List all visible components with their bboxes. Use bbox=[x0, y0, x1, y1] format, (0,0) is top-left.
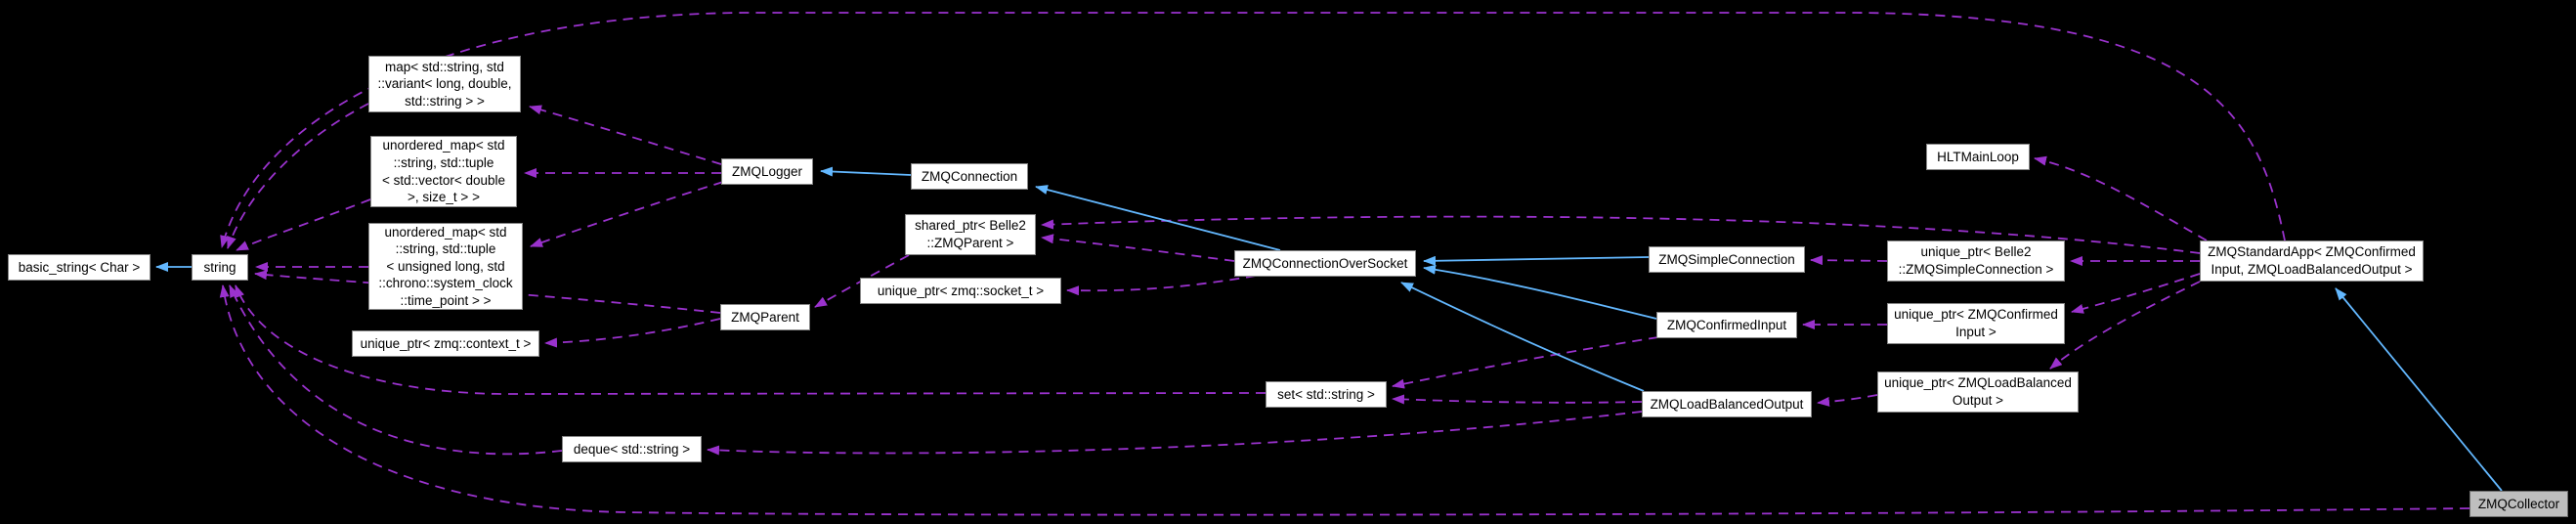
node-zmqconnectionoversocket[interactable]: ZMQConnectionOverSocket bbox=[1234, 250, 1416, 277]
node-unique-ptr-confirmedinput[interactable]: unique_ptr< ZMQConfirmed Input > bbox=[1887, 303, 2065, 344]
edge-zmqcos-uptrsocket bbox=[1066, 275, 1257, 296]
node-basic-string[interactable]: basic_string< Char > bbox=[8, 254, 150, 281]
edge-zmqsimple-zmqcos bbox=[1423, 255, 1650, 266]
edge-zmqstandardapp-sptrparent bbox=[1041, 215, 2201, 254]
edge-zmqstandardapp-hltmainloop bbox=[2034, 155, 2208, 241]
edge-zmqcos-zmqconnection bbox=[1035, 185, 1281, 251]
node-unique-ptr-simpleconnection[interactable]: unique_ptr< Belle2 ::ZMQSimpleConnection… bbox=[1887, 240, 2065, 282]
node-string[interactable]: string bbox=[192, 254, 248, 281]
edge-sptrparent-zmqparent bbox=[814, 254, 910, 308]
edge-zmqparent-uptrcontext bbox=[544, 318, 721, 348]
edge-zmqlbo-set bbox=[1392, 394, 1643, 405]
node-zmqconnection[interactable]: ZMQConnection bbox=[911, 163, 1028, 190]
node-zmqsimpleconnection[interactable]: ZMQSimpleConnection bbox=[1649, 246, 1805, 273]
edge-zmqlbo-deque bbox=[707, 411, 1643, 456]
node-unique-ptr-socket[interactable]: unique_ptr< zmq::socket_t > bbox=[860, 278, 1061, 304]
edge-zmqstandardapp-uptrconfirmed bbox=[2071, 273, 2201, 314]
node-zmqparent[interactable]: ZMQParent bbox=[720, 304, 810, 330]
node-zmqstandardapp[interactable]: ZMQStandardApp< ZMQConfirmed Input, ZMQL… bbox=[2200, 240, 2424, 282]
node-zmqloadbalancedoutput[interactable]: ZMQLoadBalancedOutput bbox=[1642, 391, 1812, 417]
edge-zmqlogger-map bbox=[529, 105, 722, 165]
node-set-string[interactable]: set< std::string > bbox=[1266, 381, 1387, 408]
edge-uptrsimple-zmqsimple bbox=[1810, 255, 1888, 266]
edge-umapvector-string bbox=[236, 198, 371, 251]
edge-zmqcollector-string bbox=[219, 284, 2470, 516]
node-shared-ptr-zmqparent[interactable]: shared_ptr< Belle2 ::ZMQParent > bbox=[905, 214, 1036, 255]
node-unordered-map-chrono[interactable]: unordered_map< std ::string, std::tuple … bbox=[368, 223, 523, 310]
edge-uptrlbo-zmqlbo bbox=[1817, 394, 1878, 407]
node-unique-ptr-loadbalancedoutput[interactable]: unique_ptr< ZMQLoadBalanced Output > bbox=[1877, 371, 2079, 413]
node-deque-string[interactable]: deque< std::string > bbox=[562, 436, 702, 462]
edge-map-string bbox=[227, 103, 369, 249]
edge-zmqconfirmed-zmqcos bbox=[1423, 264, 1657, 320]
node-hltmainloop[interactable]: HLTMainLoop bbox=[1926, 144, 2030, 170]
node-zmqconfirmedinput[interactable]: ZMQConfirmedInput bbox=[1656, 312, 1797, 338]
node-zmqlogger[interactable]: ZMQLogger bbox=[721, 158, 813, 185]
edge-zmqconnection-zmqlogger bbox=[820, 166, 912, 177]
edge-zmqstandardapp-uptrlbo bbox=[2049, 281, 2201, 370]
edge-zmqlbo-zmqcos bbox=[1400, 282, 1645, 392]
edge-zmqcollector-zmqstandardapp bbox=[2335, 287, 2503, 492]
node-map-variant[interactable]: map< std::string, std ::variant< long, d… bbox=[368, 56, 521, 112]
edge-deque-string bbox=[229, 284, 563, 456]
node-zmqcollector[interactable]: ZMQCollector bbox=[2469, 491, 2568, 517]
edge-zmqlogger-umapchrono bbox=[530, 181, 724, 247]
edge-zmqcos-sptrparent bbox=[1041, 234, 1235, 262]
node-unique-ptr-context[interactable]: unique_ptr< zmq::context_t > bbox=[352, 330, 539, 357]
node-unordered-map-vector[interactable]: unordered_map< std ::string, std::tuple … bbox=[370, 136, 517, 207]
edge-zmqconfirmedinput-set bbox=[1392, 336, 1659, 389]
edge-zmqstandardapp-string bbox=[220, 12, 2286, 248]
edge-set-string bbox=[235, 284, 1267, 395]
